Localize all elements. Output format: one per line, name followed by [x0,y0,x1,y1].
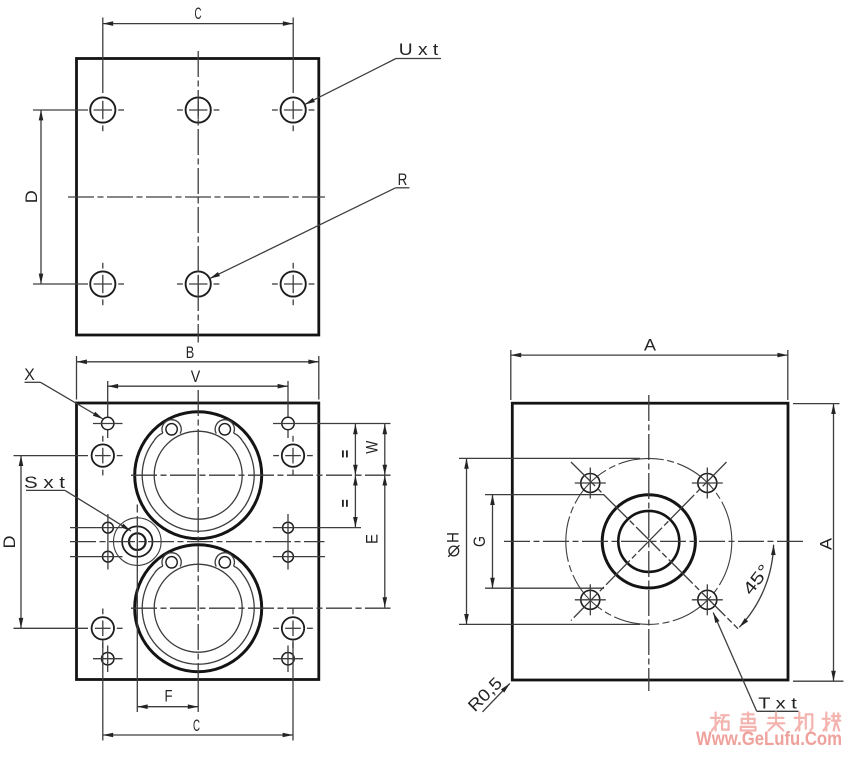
svg-text:H: H [443,532,462,543]
svg-text:V: V [191,367,201,386]
svg-text:W: W [363,441,382,454]
svg-text:S x t: S x t [24,473,65,492]
svg-text:A: A [817,537,836,550]
svg-text:G: G [470,536,489,547]
svg-text:D: D [0,536,19,549]
svg-text:A: A [644,336,657,355]
svg-text:E: E [363,534,382,544]
svg-text:C: C [195,4,202,23]
svg-text:D: D [22,190,41,203]
svg-text:U x t: U x t [399,40,439,59]
svg-text:R: R [398,170,408,189]
svg-text:T x t: T x t [758,696,797,713]
svg-text:X: X [24,365,35,384]
svg-text:C: C [193,716,200,735]
svg-text:Www.GeLufu.Com: Www.GeLufu.Com [696,729,842,750]
svg-text:B: B [186,343,195,362]
svg-text:F: F [165,687,173,706]
